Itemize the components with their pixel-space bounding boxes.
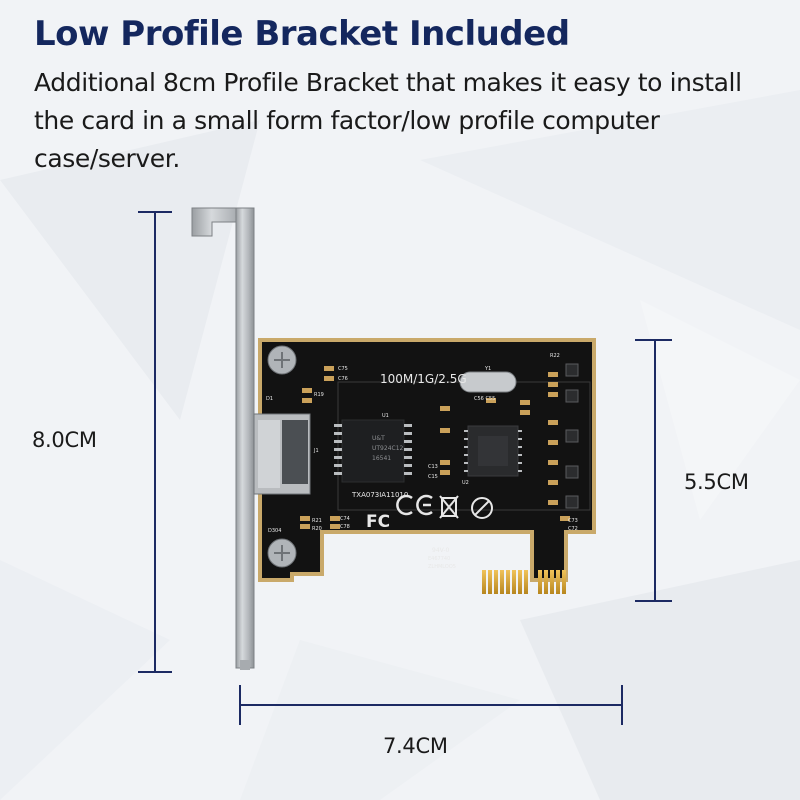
weee-icon — [439, 495, 459, 519]
silk-r19: R19 — [314, 392, 324, 398]
silk-c78: C78 — [340, 524, 350, 530]
silk-c56: C56 C55 — [474, 396, 495, 402]
silk-d1: D1 — [266, 396, 273, 402]
cert-code1: E467740 — [428, 556, 450, 562]
mounting-screws — [267, 345, 297, 568]
inductors — [565, 363, 579, 509]
low-profile-bracket — [191, 207, 255, 670]
silk-c76: C76 — [338, 376, 348, 382]
chip-line2: UT924C12 — [372, 445, 404, 452]
silk-u2: U2 — [462, 480, 469, 486]
fc-mark: FC — [366, 512, 390, 532]
silk-d304: D304 — [268, 528, 281, 534]
silk-c15: C15 — [428, 474, 438, 480]
cert-code2: ZLHMLOO5 — [428, 564, 456, 570]
silk-c74: C74 — [340, 516, 350, 522]
transformer-chip — [334, 419, 412, 483]
ce-icon — [396, 494, 433, 516]
silk-r22: R22 — [550, 353, 560, 359]
board-height-label: 5.5CM — [684, 470, 749, 494]
page-title: Low Profile Bracket Included — [34, 14, 570, 54]
chip-line1: U&T — [372, 435, 385, 442]
silk-r20: R20 — [312, 526, 322, 532]
silk-r21: R21 — [312, 518, 322, 524]
crystal-label: Y1 — [484, 366, 491, 372]
silk-j1: J1 — [313, 448, 319, 454]
rj45-port — [253, 413, 311, 495]
silk-c75: C75 — [338, 366, 348, 372]
width-label: 7.4CM — [383, 734, 448, 758]
pcb-board — [258, 338, 596, 582]
chip-line3: 16541 — [372, 455, 391, 462]
serial-label: TXA073IA11010 — [351, 491, 408, 499]
pcie-gold-contacts — [482, 570, 566, 594]
height-label: 8.0CM — [32, 428, 97, 452]
controller-chip — [464, 425, 522, 477]
silk-c13: C13 — [428, 464, 438, 470]
silk-u1: U1 — [382, 413, 389, 419]
silk-c72: C72 — [568, 526, 578, 532]
silk-c73: C73 — [568, 518, 578, 524]
smd-components — [300, 366, 570, 529]
cert-rating: 94V-0 — [432, 547, 450, 554]
page-description: Additional 8cm Profile Bracket that make… — [34, 68, 742, 173]
pb-free-icon — [471, 497, 493, 519]
crystal-oscillator — [459, 371, 517, 393]
speed-label: 100M/1G/2.5G — [380, 372, 467, 386]
